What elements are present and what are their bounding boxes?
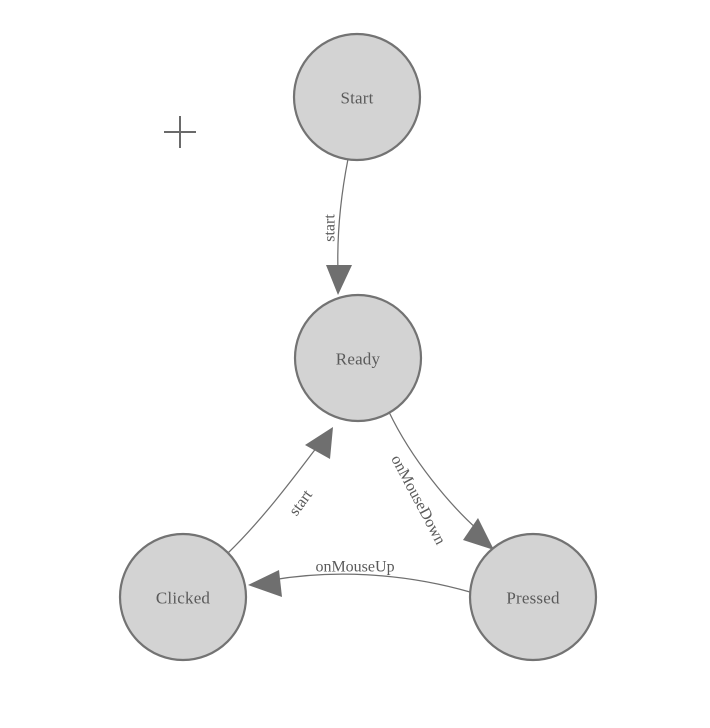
edge-label-ready-to-pressed: onMouseDown	[387, 452, 448, 547]
edge-ready-to-pressed[interactable]: onMouseDown	[387, 411, 494, 550]
edge-label-start-to-ready: start	[322, 214, 339, 242]
node-ready-circle	[293, 293, 423, 423]
node-start-label: Start	[340, 89, 373, 108]
node-clicked-circle	[118, 532, 248, 662]
node-ready[interactable]: Ready	[293, 293, 423, 423]
node-pressed[interactable]: Pressed	[468, 532, 598, 662]
edge-path-clicked-to-ready	[227, 446, 318, 554]
crosshair-icon[interactable]	[164, 116, 196, 148]
edge-path-pressed-to-clicked	[271, 573, 471, 593]
arrowhead-clicked-to-ready	[305, 427, 333, 459]
arrowhead-start-to-ready	[326, 265, 352, 295]
arrowhead-ready-to-pressed	[463, 518, 494, 550]
edge-label-clicked-to-ready: start	[286, 486, 316, 519]
node-ready-label: Ready	[336, 350, 381, 369]
edge-path-start-to-ready	[337, 158, 349, 273]
edge-label-pressed-to-clicked: onMouseUp	[315, 559, 394, 576]
arrowhead-pressed-to-clicked	[248, 570, 282, 597]
node-clicked-label: Clicked	[156, 589, 211, 608]
node-start[interactable]: Start	[292, 32, 422, 162]
edge-start-to-ready[interactable]: start	[322, 158, 353, 295]
node-pressed-circle	[468, 532, 598, 662]
edge-path-ready-to-pressed	[388, 411, 479, 531]
node-pressed-label: Pressed	[506, 589, 560, 608]
node-start-circle	[292, 32, 422, 162]
edge-clicked-to-ready[interactable]: start	[227, 427, 333, 554]
edge-pressed-to-clicked[interactable]: onMouseUp	[248, 559, 471, 598]
node-clicked[interactable]: Clicked	[118, 532, 248, 662]
